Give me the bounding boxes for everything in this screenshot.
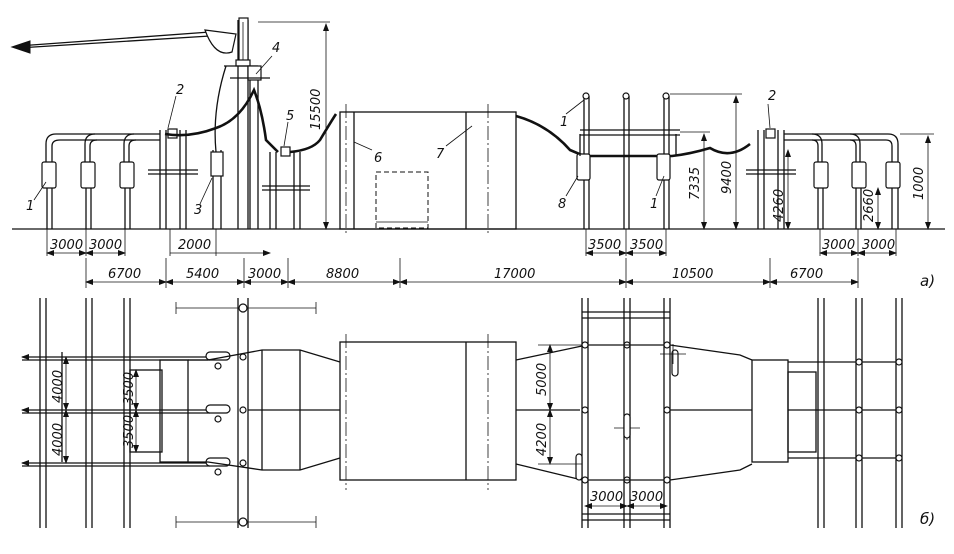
- dim-3000-a: 3000: [50, 238, 83, 253]
- support-2-right: [746, 128, 796, 230]
- dim-8800: 8800: [326, 267, 359, 282]
- plan-dim-3500-a: 3500: [122, 372, 137, 405]
- plan-view: 4000 4000 3500 3500 5000 4200 3000 3000 …: [21, 298, 935, 528]
- plan-gantry-beam: [175, 298, 317, 528]
- plan-dim-lines: [63, 344, 668, 509]
- bus-right: [515, 114, 751, 158]
- dim-5400: 5400: [186, 267, 219, 282]
- height-dims-right: [670, 93, 742, 230]
- bus-left: [164, 86, 279, 153]
- height-7335: 7335: [688, 167, 703, 200]
- plan-transformer: [339, 334, 580, 490]
- plan-dim-4000-a: 4000: [51, 370, 66, 403]
- disconnector-4: [230, 65, 270, 229]
- plan-dim-5000: 5000: [535, 363, 550, 396]
- outgoing-line: [10, 29, 237, 54]
- elevation-view: 1 2 3 4 5 6 7 1 8 1 2 15500 9400 7335 42…: [10, 17, 945, 290]
- plan-dim-3000-b: 3000: [630, 490, 663, 505]
- callout-1-right: 1: [650, 197, 658, 212]
- transformer-body: [339, 104, 517, 236]
- callout-leaders: [33, 55, 771, 205]
- callout-8: 8: [558, 197, 566, 212]
- plan-dim-4200: 4200: [535, 423, 550, 456]
- support-2-left: [148, 128, 198, 229]
- dim-row-1-lines: [46, 229, 897, 256]
- dim-2000: 2000: [178, 238, 211, 253]
- plan-dim-4000-b: 4000: [51, 423, 66, 456]
- plan-dim-3500-b: 3500: [122, 415, 137, 448]
- height-1000: 1000: [912, 167, 927, 200]
- dim-6700-a: 6700: [108, 267, 141, 282]
- height-dim-15500: [258, 21, 330, 230]
- dim-3500-a: 3500: [588, 238, 621, 253]
- height-4260: 4260: [772, 189, 787, 222]
- callout-7: 7: [436, 147, 445, 162]
- arrester-3: [210, 65, 227, 229]
- right-portal: [576, 92, 680, 229]
- left-portal: [41, 133, 160, 229]
- right-line-portal: [784, 133, 934, 230]
- dim-3000-e: 3000: [248, 267, 281, 282]
- view-label-a: а): [920, 272, 935, 290]
- callout-1-left: 1: [26, 199, 34, 214]
- callout-2-right: 2: [768, 89, 776, 104]
- plan-left-taper: [188, 349, 341, 471]
- callout-6: 6: [374, 151, 382, 166]
- callout-2-left: 2: [176, 83, 184, 98]
- height-9400: 9400: [720, 161, 735, 194]
- dim-17000: 17000: [494, 267, 535, 282]
- dim-row-2-lines: [85, 258, 859, 288]
- plan-bus-box: [129, 369, 163, 453]
- dim-3000-b: 3000: [89, 238, 122, 253]
- callout-3: 3: [194, 203, 202, 218]
- dim-6700-b: 6700: [790, 267, 823, 282]
- height-2660: 2660: [862, 189, 877, 222]
- view-label-b: б): [920, 510, 935, 528]
- height-15500: 15500: [309, 89, 324, 130]
- plan-bus-box-inner: [159, 359, 189, 463]
- plan-dim-3000-a: 3000: [590, 490, 623, 505]
- callout-4: 4: [272, 41, 280, 56]
- dim-3000-d: 3000: [862, 238, 895, 253]
- dim-3000-c: 3000: [822, 238, 855, 253]
- callout-5: 5: [286, 109, 294, 124]
- dim-10500: 10500: [672, 267, 713, 282]
- plan-outgoing-phases: [21, 351, 231, 476]
- dim-3500-b: 3500: [630, 238, 663, 253]
- callout-1-right-portal: 1: [560, 115, 568, 130]
- support-5: [262, 113, 338, 229]
- plan-right-line-portal: [788, 298, 903, 528]
- plan-right-taper-2: [669, 344, 817, 481]
- gantry-column: [224, 17, 258, 229]
- plan-right-portal: [575, 298, 686, 528]
